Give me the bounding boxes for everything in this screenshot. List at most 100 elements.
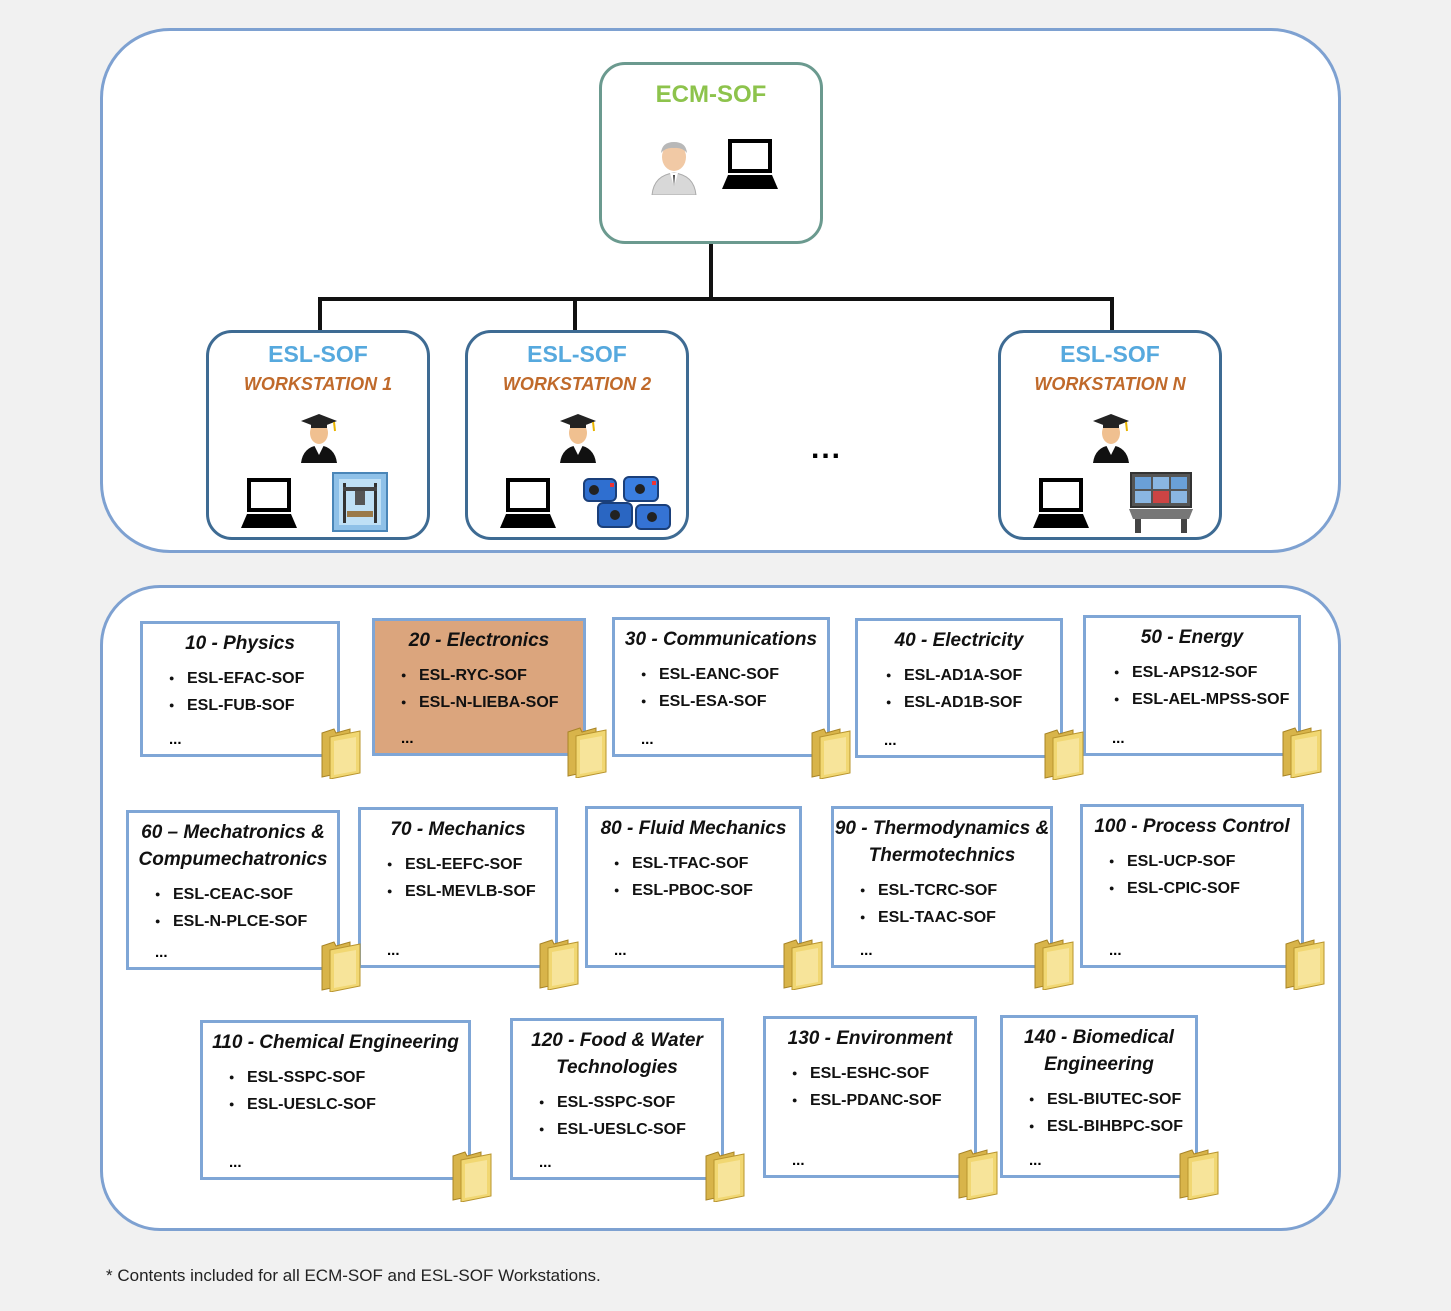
student-icon	[301, 414, 337, 463]
category-item: ESL-BIUTEC-SOF	[1029, 1086, 1195, 1113]
category-title: 50 - Energy	[1140, 627, 1244, 648]
category-box: 10 - PhysicsESL-EFAC-SOFESL-FUB-SOF...	[140, 621, 340, 757]
category-box: 70 - MechanicsESL-EEFC-SOFESL-MEVLB-SOF.…	[358, 807, 558, 968]
category-box: 40 - ElectricityESL-AD1A-SOFESL-AD1B-SOF…	[855, 618, 1063, 758]
folder-icon	[321, 941, 361, 992]
category-item: ESL-AEL-MPSS-SOF	[1114, 686, 1298, 713]
motors-icon	[583, 476, 671, 530]
category-item: ESL-SSPC-SOF	[229, 1064, 468, 1091]
category-box: 30 - CommunicationsESL-EANC-SOFESL-ESA-S…	[612, 617, 830, 757]
ecm-title: ECM-SOF	[655, 81, 767, 108]
category-item: ESL-UESLC-SOF	[229, 1091, 468, 1118]
category-title: 110 - Chemical Engineering	[212, 1032, 459, 1053]
more-ellipsis: ...	[884, 732, 897, 749]
ws-subtitle: WORKSTATION N	[1034, 374, 1186, 394]
more-ellipsis: ...	[1029, 1152, 1042, 1169]
category-item: ESL-ESA-SOF	[641, 688, 827, 715]
connector-ws1	[318, 297, 322, 331]
category-item: ESL-UESLC-SOF	[539, 1116, 721, 1143]
category-item: ESL-AD1A-SOF	[886, 662, 1060, 689]
more-ellipsis: ...	[539, 1154, 552, 1171]
category-box: 80 - Fluid MechanicsESL-TFAC-SOFESL-PBOC…	[585, 806, 802, 968]
laptop-icon	[241, 478, 297, 528]
folder-icon	[783, 939, 823, 990]
category-item: ESL-PDANC-SOF	[792, 1087, 974, 1114]
category-title: 100 - Process Control	[1094, 816, 1290, 837]
ws-title: ESL-SOF	[268, 341, 368, 367]
more-ellipsis: ...	[860, 942, 873, 959]
category-title: 120 - Food & Water Technologies	[531, 1030, 703, 1078]
folder-icon	[539, 939, 579, 990]
3d-printer-icon	[332, 472, 388, 532]
category-item: ESL-CPIC-SOF	[1109, 875, 1301, 902]
folder-icon	[1282, 727, 1322, 778]
category-item: ESL-CEAC-SOF	[155, 881, 337, 908]
folder-icon	[321, 728, 361, 779]
category-box: 20 - ElectronicsESL-RYC-SOFESL-N-LIEBA-S…	[372, 618, 586, 756]
folder-icon	[452, 1151, 492, 1202]
more-ellipsis: ...	[387, 942, 400, 959]
category-title: 140 - Biomedical Engineering	[1024, 1027, 1174, 1075]
ws-title: ESL-SOF	[527, 341, 627, 367]
category-item: ESL-TAAC-SOF	[860, 904, 1050, 931]
category-title: 90 - Thermodynamics & Thermotechnics	[834, 818, 1050, 866]
category-item: ESL-MEVLB-SOF	[387, 878, 555, 905]
category-box: 110 - Chemical EngineeringESL-SSPC-SOFES…	[200, 1020, 471, 1180]
folder-icon	[958, 1149, 998, 1200]
category-title: 60 – Mechatronics & Compumechatronics	[138, 822, 328, 870]
category-title: 80 - Fluid Mechanics	[600, 818, 787, 839]
student-icon	[560, 414, 596, 463]
category-item: ESL-PBOC-SOF	[614, 877, 799, 904]
category-item: ESL-BIHBPC-SOF	[1029, 1113, 1195, 1140]
category-item: ESL-ESHC-SOF	[792, 1060, 974, 1087]
category-title: 40 - Electricity	[894, 630, 1024, 651]
category-box: 130 - EnvironmentESL-ESHC-SOFESL-PDANC-S…	[763, 1016, 977, 1178]
category-title: 10 - Physics	[185, 633, 295, 654]
ecm-sof-node: ECM-SOF	[599, 62, 823, 244]
more-ellipsis: ...	[614, 942, 627, 959]
workstation-n: ESL-SOF WORKSTATION N	[998, 330, 1222, 540]
category-item: ESL-TFAC-SOF	[614, 850, 799, 877]
category-item: ESL-EEFC-SOF	[387, 851, 555, 878]
category-item: ESL-N-LIEBA-SOF	[401, 689, 583, 716]
category-title: 130 - Environment	[787, 1028, 953, 1049]
folder-icon	[1179, 1149, 1219, 1200]
more-ellipsis: ...	[1109, 942, 1122, 959]
teacher-icon	[651, 142, 697, 195]
category-box: 100 - Process ControlESL-UCP-SOFESL-CPIC…	[1080, 804, 1304, 968]
category-box: 140 - Biomedical EngineeringESL-BIUTEC-S…	[1000, 1015, 1198, 1178]
category-item: ESL-FUB-SOF	[169, 692, 337, 719]
category-title: 30 - Communications	[624, 629, 818, 650]
connector-ws2	[573, 297, 577, 331]
connector-trunk	[709, 243, 713, 299]
laptop-icon	[500, 478, 556, 528]
category-item: ESL-AD1B-SOF	[886, 689, 1060, 716]
workstation-2: ESL-SOF WORKSTATION 2	[465, 330, 689, 540]
more-ellipsis: ...	[1112, 730, 1125, 747]
connector-wsn	[1110, 297, 1114, 331]
category-item: ESL-APS12-SOF	[1114, 659, 1298, 686]
folder-icon	[567, 727, 607, 778]
ws-title: ESL-SOF	[1060, 341, 1160, 367]
ws-subtitle: WORKSTATION 1	[243, 374, 393, 394]
connector-bus	[318, 297, 1114, 301]
student-icon	[1093, 414, 1129, 463]
ws-subtitle: WORKSTATION 2	[502, 374, 652, 394]
category-box: 90 - Thermodynamics & ThermotechnicsESL-…	[831, 806, 1053, 968]
more-ellipsis: ...	[169, 731, 182, 748]
category-item: ESL-RYC-SOF	[401, 662, 583, 689]
